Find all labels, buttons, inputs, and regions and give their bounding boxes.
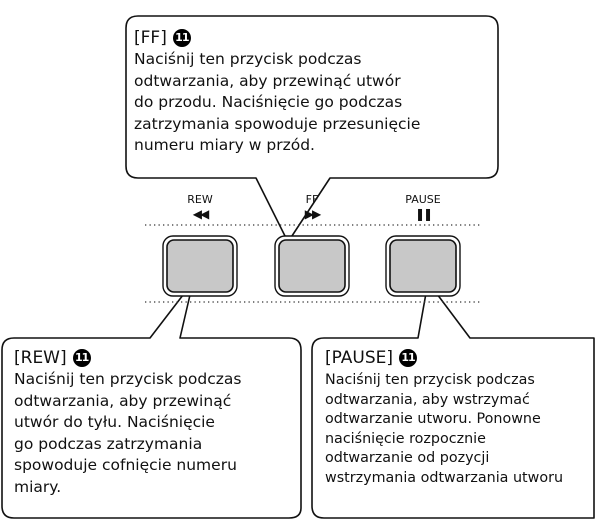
rew-callout-heading: [REW]	[14, 348, 67, 368]
rew-callout: [REW] 11 Naciśnij ten przycisk podczas o…	[14, 348, 284, 498]
pause-callout-bubble	[311, 281, 595, 519]
pause-callout: [PAUSE] 11 Naciśnij ten przycisk podczas…	[325, 348, 593, 488]
pause-hardware-button[interactable]	[385, 235, 461, 297]
pause-button-label: PAUSE	[405, 193, 441, 206]
rew-callout-title: [REW] 11	[14, 348, 284, 368]
rew-callout-badge: 11	[72, 349, 91, 367]
rew-callout-bubble	[1, 281, 302, 519]
ff-callout-description: Naciśnij ten przycisk podczas odtwarzani…	[134, 50, 421, 154]
pause-callout-description: Naciśnij ten przycisk podczas odtwarzani…	[325, 372, 564, 486]
rew-hardware-button[interactable]	[162, 235, 238, 297]
rewind-icon: ◀◀	[192, 207, 209, 221]
pause-callout-heading: [PAUSE]	[325, 348, 394, 368]
pause-icon: ❚❚	[414, 207, 433, 221]
ff-callout-badge: 11	[172, 29, 191, 47]
rew-callout-description: Naciśnij ten przycisk podczas odtwarzani…	[14, 370, 242, 496]
pause-callout-title: [PAUSE] 11	[325, 348, 593, 368]
fast-forward-icon: ▶▶	[304, 207, 321, 221]
ff-button-label: FF	[305, 193, 319, 206]
pause-callout-badge: 11	[399, 349, 418, 367]
ff-hardware-button[interactable]	[274, 235, 350, 297]
rew-button-label: REW	[187, 193, 213, 206]
ff-callout: [FF] 11 Naciśnij ten przycisk podczas od…	[134, 28, 479, 157]
ff-callout-title: [FF] 11	[134, 28, 479, 48]
ff-callout-heading: [FF]	[134, 28, 167, 48]
